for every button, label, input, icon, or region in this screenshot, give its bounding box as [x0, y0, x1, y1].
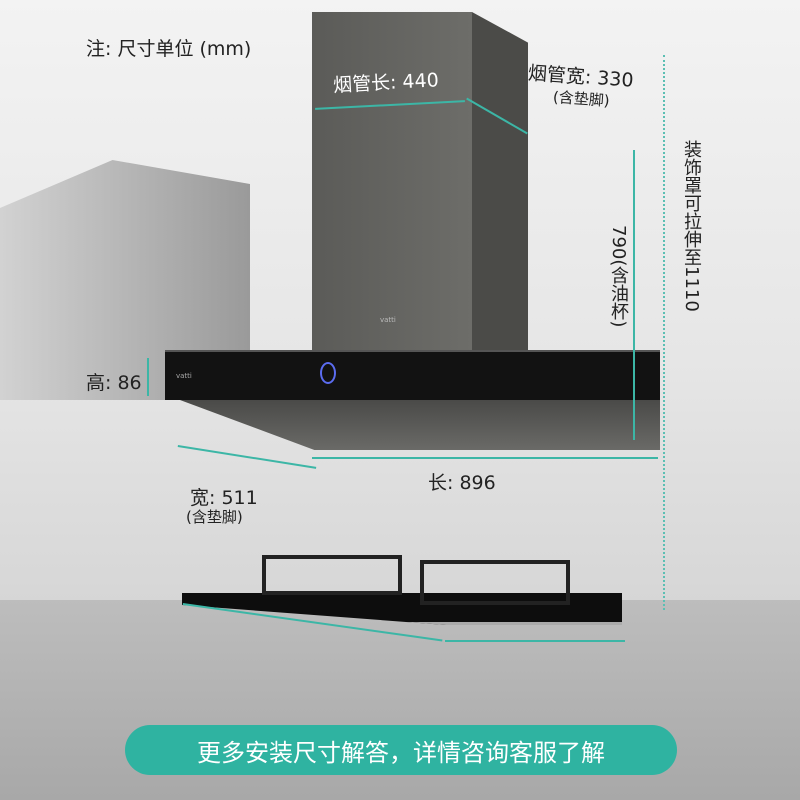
height-790-label: 790(含油杯) — [608, 225, 629, 328]
chimney-length-label: 烟管长: 440 — [332, 69, 440, 97]
burner-right — [420, 560, 570, 605]
chimney-cover — [312, 12, 472, 352]
hood-panel — [165, 350, 660, 400]
dim-line-length — [312, 457, 658, 459]
hood-panel-logo: vatti — [176, 372, 192, 380]
dim-line-depth — [177, 445, 317, 469]
dim-line-1110 — [663, 55, 665, 610]
burner-left — [262, 555, 402, 595]
dim-line-stove-length — [445, 640, 625, 642]
chimney-side — [472, 12, 528, 352]
consult-button[interactable]: 更多安装尺寸解答，详情咨询客服了解 — [125, 725, 677, 775]
depth-label: 宽: 511 — [190, 487, 258, 509]
panel-height-label: 高: 86 — [86, 372, 142, 394]
dim-line-height — [147, 358, 149, 396]
extendable-label: 装饰罩可拉伸至1110 — [681, 140, 702, 312]
length-label: 长: 896 — [428, 472, 496, 494]
hood-underside — [180, 400, 660, 450]
depth-note: (含垫脚) — [186, 508, 243, 526]
unit-note: 注: 尺寸单位 (mm) — [86, 38, 252, 60]
dim-line-790 — [633, 150, 635, 440]
hood-logo: vatti — [380, 316, 396, 324]
chimney-width-note: (含垫脚) — [552, 88, 611, 110]
control-knob[interactable] — [320, 362, 336, 384]
